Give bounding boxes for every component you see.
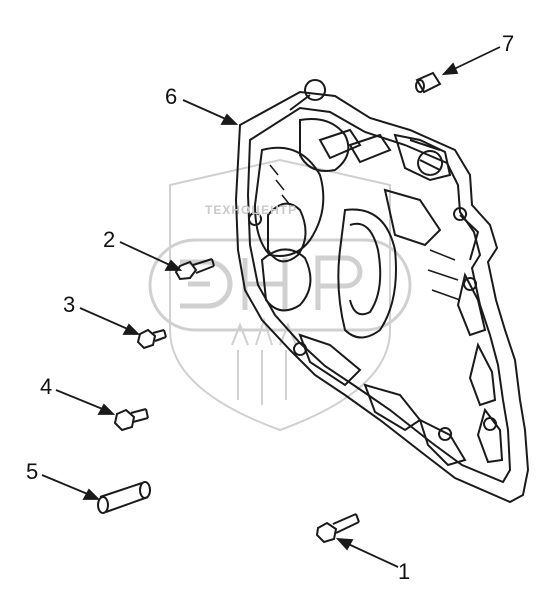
dowel-pin-7: [415, 71, 442, 94]
callout-1: 1: [398, 559, 411, 584]
bolt-4: [113, 408, 149, 432]
callout-7: 7: [502, 31, 515, 56]
callout-4: 4: [40, 374, 53, 399]
callout-6: 6: [165, 84, 178, 109]
sleeve-5: [97, 481, 151, 514]
leader-arrows: [41, 46, 501, 568]
bolt-1: [315, 513, 360, 544]
callout-2: 2: [103, 227, 116, 252]
bolt-2: [174, 258, 215, 281]
bolt-3: [136, 328, 167, 350]
gear-housing: [234, 79, 530, 504]
callout-5: 5: [26, 459, 39, 484]
watermark-text: ТЕХНОЦЕНТР: [205, 203, 298, 217]
callout-3: 3: [63, 292, 76, 317]
watermark-logo: [148, 158, 412, 432]
